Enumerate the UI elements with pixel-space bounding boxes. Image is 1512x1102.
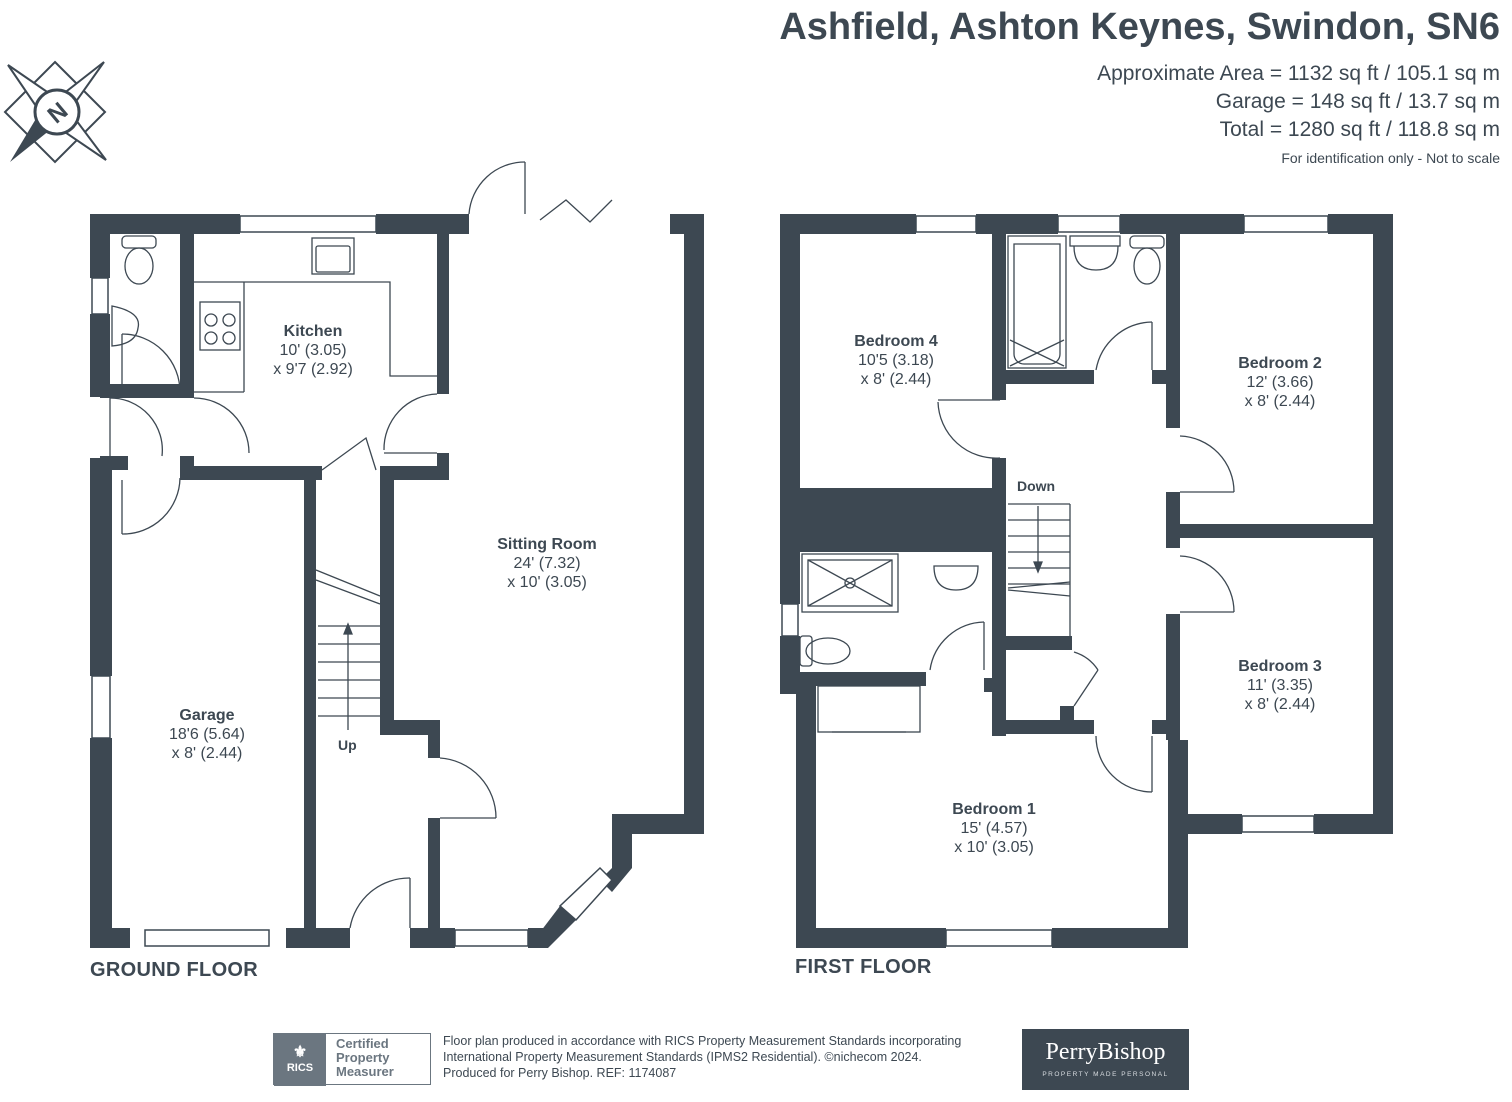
room-dimension-width: x 8' (2.44) [1244,393,1316,410]
room-dimension-length: 18'6 (5.64) [169,726,245,743]
footer-line: Produced for Perry Bishop. REF: 1174087 [443,1066,677,1080]
stairs-up-label: Up [338,737,357,753]
stairs-down-label: Down [1017,478,1056,494]
room-bedroom-2: Bedroom 2 12' (3.66) x 8' (2.44) [1238,354,1322,411]
rics-logo-text: RICS [286,1062,314,1074]
room-name: Garage [179,707,235,724]
identification-note: For identification only - Not to scale [1281,150,1500,166]
footer-line: International Property Measurement Stand… [443,1050,922,1064]
property-address-title: Ashfield, Ashton Keynes, Swindon, SN6 [779,6,1500,48]
room-name: Bedroom 4 [854,333,938,350]
compass-icon: N [3,60,107,164]
room-dimension-length: 15' (4.57) [960,820,1028,837]
room-dimension-width: x 9'7 (2.92) [273,361,353,378]
rics-cert-line: Property [336,1050,390,1065]
room-kitchen: Kitchen 10' (3.05) x 9'7 (2.92) [273,322,353,379]
room-sitting-room: Sitting Room 24' (7.32) x 10' (3.05) [497,535,597,592]
rics-certified-badge: ⚜ RICS Certified Property Measurer [273,1033,431,1086]
rics-crest-icon: ⚜ [292,1044,308,1061]
room-name: Kitchen [283,323,343,340]
room-dimension-length: 24' (7.32) [513,555,581,572]
rics-logo: ⚜ RICS [274,1034,326,1086]
room-bedroom-4: Bedroom 4 10'5 (3.18) x 8' (2.44) [854,332,938,389]
perry-bishop-logo: PerryBishop PROPERTY MADE PERSONAL [1022,1029,1189,1090]
first-floor-walls [780,214,1393,948]
room-name: Sitting Room [497,536,597,553]
ground-floor-label: GROUND FLOOR [90,959,259,981]
room-dimension-width: x 8' (2.44) [171,745,243,762]
room-dimension-length: 11' (3.35) [1247,677,1313,694]
room-dimension-width: x 8' (2.44) [1244,696,1316,713]
total-area-text: Total = 1280 sq ft / 118.8 sq m [1219,118,1500,141]
rics-cert-line: Measurer [336,1064,394,1079]
room-dimension-length: 12' (3.66) [1246,374,1314,391]
room-dimension-length: 10'5 (3.18) [857,352,934,369]
footer-disclaimer: Floor plan produced in accordance with R… [443,1033,961,1081]
approx-area-text: Approximate Area = 1132 sq ft / 105.1 sq… [1097,62,1500,85]
room-bedroom-3: Bedroom 3 11' (3.35) x 8' (2.44) [1238,657,1322,714]
ground-floor-walls [90,214,704,948]
rics-certification-text: Certified Property Measurer [336,1037,394,1079]
room-dimension-length: 10' (3.05) [279,342,347,359]
brand-name: PerryBishop [1045,1039,1166,1065]
first-floor-label: FIRST FLOOR [795,956,932,978]
room-bedroom-1: Bedroom 1 15' (4.57) x 10' (3.05) [952,800,1036,857]
rics-cert-line: Certified [336,1036,389,1051]
room-garage: Garage 18'6 (5.64) x 8' (2.44) [169,706,245,763]
garage-area-text: Garage = 148 sq ft / 13.7 sq m [1215,90,1500,113]
brand-tagline: PROPERTY MADE PERSONAL [1042,1071,1169,1078]
room-name: Bedroom 1 [952,801,1036,818]
room-name: Bedroom 3 [1238,658,1322,675]
room-name: Bedroom 2 [1238,355,1322,372]
footer-line: Floor plan produced in accordance with R… [443,1034,962,1048]
room-dimension-width: x 10' (3.05) [507,574,587,591]
room-dimension-width: x 10' (3.05) [954,839,1034,856]
room-dimension-width: x 8' (2.44) [860,371,932,388]
